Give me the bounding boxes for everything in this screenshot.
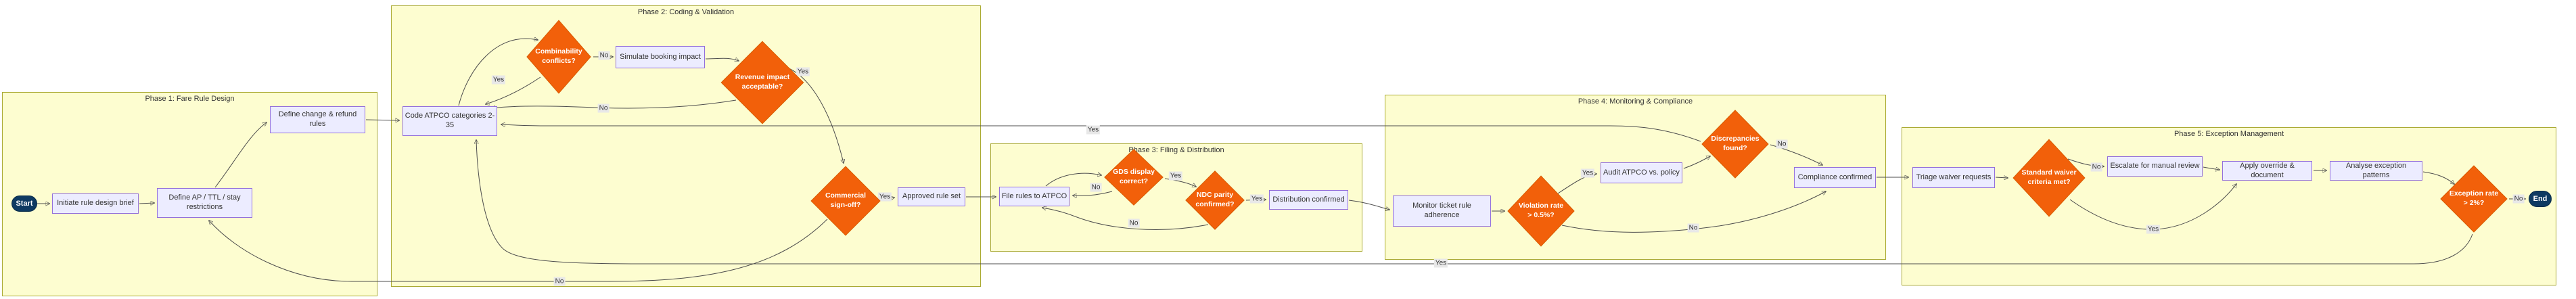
process-initiate: Initiate rule design brief — [52, 193, 139, 214]
edge-label-exception-end: No — [2512, 194, 2525, 204]
process-definechange: Define change & refund rules — [270, 106, 365, 133]
process-apply: Apply override & document — [2222, 161, 2312, 181]
diamond-shape-waiver — [2013, 139, 2086, 217]
phase-title-phase5: Phase 5: Exception Management — [2174, 130, 2284, 138]
process-approved: Approved rule set — [898, 187, 965, 206]
edge-label-waiver-apply: Yes — [2146, 225, 2161, 234]
edge-label-ndc-distrib: Yes — [1249, 194, 1264, 204]
process-filerules: File rules to ATPCO — [999, 187, 1070, 206]
edge-label-revenue-codeatpco: No — [597, 104, 610, 113]
process-analyse: Analyse exception patterns — [2330, 161, 2422, 181]
diamond-shape-ndc — [1185, 170, 1245, 230]
process-monitor: Monitor ticket rule adherence — [1393, 196, 1491, 227]
decision-gds: GDS display correct? — [1104, 149, 1164, 206]
edge-label-commercial-defineap: No — [553, 277, 566, 286]
edge-label-violation-compliance: No — [1687, 223, 1699, 233]
decision-label-ndc: NDC parity confirmed? — [1195, 191, 1235, 208]
edge-label-ndc-filerules: No — [1128, 218, 1140, 228]
edge-label-gds-ndc: Yes — [1168, 171, 1183, 181]
diamond-shape-gds — [1104, 149, 1164, 206]
decision-label-waiver: Standard waiver criteria met? — [2021, 168, 2077, 186]
terminal-end: End — [2529, 191, 2552, 207]
edge-label-gds-filerules: No — [1090, 183, 1102, 192]
decision-combin: Combinability conflicts? — [526, 20, 591, 94]
phase-title-phase2: Phase 2: Coding & Validation — [637, 8, 735, 16]
decision-commercial: Commercial sign-off? — [810, 166, 881, 236]
diamond-shape-discrep — [1701, 110, 1769, 179]
diamond-shape-violation — [1507, 175, 1575, 247]
process-distrib: Distribution confirmed — [1269, 190, 1348, 210]
diamond-shape-combin — [526, 20, 591, 94]
decision-exception: Exception rate > 2%? — [2440, 165, 2508, 233]
process-triage: Triage waiver requests — [1912, 167, 1995, 188]
process-codeatpco: Code ATPCO categories 2-35 — [402, 106, 497, 136]
diamond-shape-commercial — [810, 166, 881, 236]
edge-label-combin-codeatpco: Yes — [491, 75, 506, 85]
diamond-shape-exception — [2440, 165, 2508, 233]
decision-label-exception: Exception rate > 2%? — [2449, 189, 2499, 207]
edge-label-violation-audit: Yes — [1580, 168, 1595, 178]
decision-waiver: Standard waiver criteria met? — [2013, 139, 2086, 217]
edge-label-combin-simulate: No — [598, 51, 610, 60]
terminal-start: Start — [12, 196, 37, 212]
process-simulate: Simulate booking impact — [616, 46, 705, 68]
decision-label-discrep: Discrepancies found? — [1711, 135, 1760, 152]
edge-label-exception-codeatpco: Yes — [1433, 258, 1448, 268]
diamond-shape-revenue — [720, 41, 804, 124]
process-audit: Audit ATPCO vs. policy — [1601, 162, 1682, 183]
phase-title-phase4: Phase 4: Monitoring & Compliance — [1578, 97, 1693, 106]
decision-discrep: Discrepancies found? — [1701, 110, 1769, 179]
phase-title-phase3: Phase 3: Filing & Distribution — [1128, 146, 1224, 154]
decision-label-revenue: Revenue impact acceptable? — [735, 73, 790, 91]
decision-revenue: Revenue impact acceptable? — [720, 41, 804, 124]
decision-violation: Violation rate > 0.5%? — [1507, 175, 1575, 247]
edge-label-discrep-codeatpco: Yes — [1086, 125, 1101, 135]
edge-label-commercial-approved: Yes — [877, 192, 892, 202]
decision-label-violation: Violation rate > 0.5%? — [1518, 202, 1564, 219]
phase-title-phase1: Phase 1: Fare Rule Design — [145, 95, 235, 103]
process-defineap: Define AP / TTL / stay restrictions — [157, 188, 252, 218]
edge-label-waiver-escalate: No — [2090, 162, 2102, 172]
process-escalate: Escalate for manual review — [2107, 156, 2203, 177]
decision-label-gds: GDS display correct? — [1113, 168, 1155, 185]
edge-label-revenue-commercial: Yes — [796, 67, 810, 76]
decision-ndc: NDC parity confirmed? — [1185, 170, 1245, 230]
process-compliance: Compliance confirmed — [1794, 167, 1876, 188]
edge-label-discrep-compliance: No — [1776, 139, 1788, 149]
decision-label-commercial: Commercial sign-off? — [825, 191, 867, 209]
decision-label-combin: Combinability conflicts? — [535, 47, 582, 65]
